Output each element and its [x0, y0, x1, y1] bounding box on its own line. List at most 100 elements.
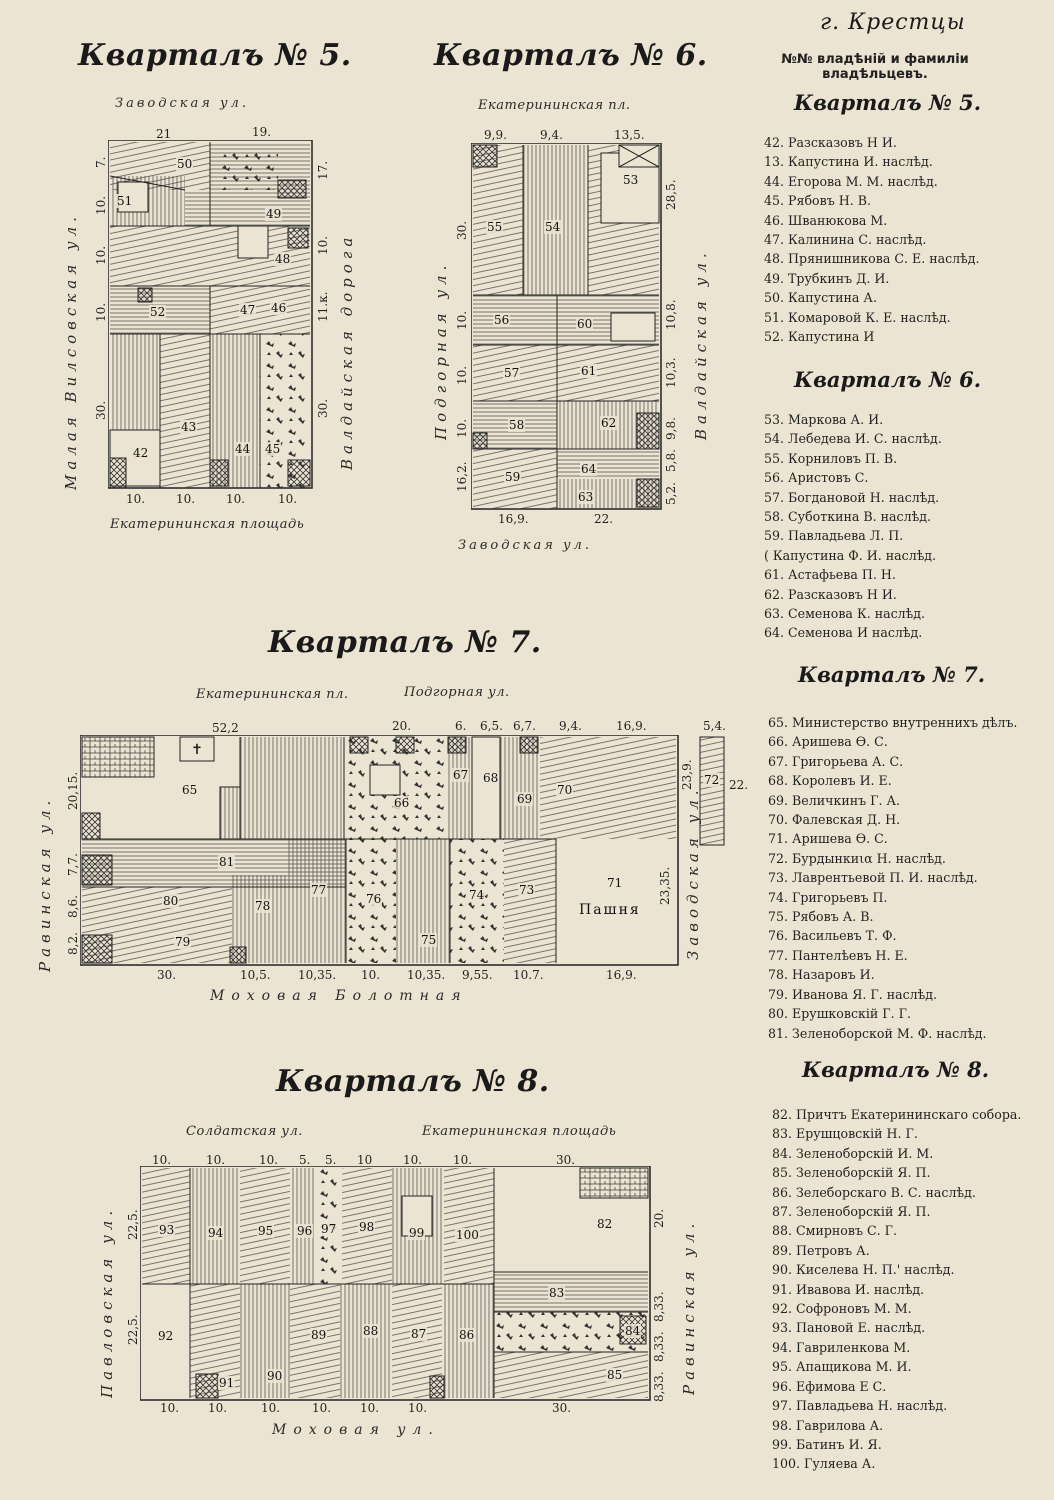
q8-dim: 10. [408, 1401, 428, 1415]
lot-label: 50 [176, 157, 194, 171]
legend-item: 64. Семенова И наслѣд. [764, 625, 923, 641]
lot-label: 95 [257, 1224, 275, 1238]
q7-dim: 9,4. [559, 719, 582, 733]
legend-q8-list: 82. Причтъ Екатерининскаго собора.83. Ер… [772, 1105, 1021, 1474]
q5-dim: 10. [176, 492, 196, 506]
q7-dim: 5,4. [703, 719, 726, 733]
lot-label: 65 [181, 783, 199, 797]
q6-dim: 10. [455, 418, 469, 438]
legend-item: 69. Величкинъ Г. А. [768, 792, 901, 808]
q7-street-left: Равинская ул. [36, 795, 54, 972]
q8-dim: 10. [152, 1153, 172, 1167]
lot-label: 88 [362, 1324, 380, 1338]
q6-dim: 10,8. [664, 299, 678, 330]
lot-label: 71 [606, 876, 624, 890]
q8-dim: 22,5. [126, 1209, 140, 1240]
q5-street-left: Малая Вилсовская ул. [62, 212, 80, 490]
q5-dim: 10. [94, 245, 108, 265]
lot-label: 91 [218, 1376, 236, 1390]
legend-item: 85. Зеленоборскій Я. П. [772, 1165, 931, 1181]
legend-item: 61. Астафьева П. Н. [764, 567, 896, 583]
lot-label: 98 [358, 1220, 376, 1234]
lot-label: 57 [503, 366, 521, 380]
q5-street-right: Валдайская дорога [338, 232, 356, 470]
lot-label: 45 [264, 442, 282, 456]
legend-item: 74. Григорьевъ П. [768, 889, 888, 905]
quarter-8-map [140, 1166, 651, 1401]
legend-item: 98. Гаврилова А. [772, 1417, 884, 1433]
q5-dim: 10. [278, 492, 298, 506]
q7-dim: 9,55. [462, 968, 493, 982]
legend-item: 62. Разсказовъ Н И. [764, 586, 897, 602]
legend-item: 58. Суботкина В. наслѣд. [764, 509, 931, 525]
q5-dim: 7. [94, 156, 108, 168]
lot-label: 87 [410, 1327, 428, 1341]
lot-label: 51 [116, 194, 134, 208]
lot-label: 58 [508, 418, 526, 432]
q6-street-top: Екатерининская пл. [478, 98, 631, 113]
legend-item: 71. Аришева Ѳ. С. [768, 831, 888, 847]
q8-dim: 8,33. [652, 1331, 666, 1362]
quarter-6-title: Кварталъ № 6. [434, 38, 708, 73]
lot-label: 76 [365, 892, 383, 906]
q5-dim: 10. [94, 195, 108, 215]
quarter-5-title: Кварталъ № 5. [78, 38, 352, 73]
lot-label: 81 [218, 855, 236, 869]
lot-label: 97 [320, 1222, 338, 1236]
legend-item: 75. Рябовъ А. В. [768, 909, 874, 925]
q5-street-top: Заводская ул. [115, 96, 249, 111]
lot-label: 90 [266, 1369, 284, 1383]
lot-label: 94 [207, 1226, 225, 1240]
lot-label: 74 [468, 888, 486, 902]
legend-item: 96. Ефимова Е С. [772, 1378, 887, 1394]
q8-street-top2: Екатерининская площадь [422, 1124, 617, 1139]
q8-dim: 30. [556, 1153, 576, 1167]
legend-item: 67. Григорьева А. С. [768, 753, 904, 769]
legend-item: 87. Зеленоборскій Я. П. [772, 1204, 931, 1220]
legend-item: 65. Министерство внутреннихъ дѣлъ. [768, 715, 1018, 730]
lot-label: 49 [265, 207, 283, 221]
q6-dim: 10,3. [664, 357, 678, 388]
legend-item: 100. Гуляева А. [772, 1456, 876, 1472]
legend-item: 46. Шванюкова М. [764, 212, 888, 228]
legend-item: 93. Пановой Е. наслѣд. [772, 1320, 926, 1336]
lot-label: 75 [420, 933, 438, 947]
legend-item: 68. Королевъ И. Е. [768, 773, 892, 789]
q5-dim: 19. [252, 125, 272, 139]
legend-item: 73. Лаврентьевой П. И. наслѣд. [768, 870, 978, 886]
q8-dim: 20. [652, 1208, 666, 1228]
legend-item: 59. Павладьева Л. П. [764, 528, 904, 544]
legend-item: 66. Аришева Ѳ. С. [768, 734, 888, 750]
lot-label: 47 [239, 303, 257, 317]
q5-dim: 21 [156, 127, 172, 141]
q7-dim: 8,2. [66, 932, 80, 955]
lot-label: 60 [576, 317, 594, 331]
legend-item: 79. Иванова Я. Г. наслѣд. [768, 986, 938, 1002]
q7-street-top2: Подгорная ул. [404, 685, 510, 700]
legend-item: 53. Маркова А. И. [764, 412, 884, 427]
q6-dim: 28,5. [664, 179, 678, 210]
lot-label: 52 [149, 305, 167, 319]
q8-dim: 8,33. [652, 1371, 666, 1402]
quarter-8-title: Кварталъ № 8. [276, 1064, 550, 1099]
q5-street-bottom: Екатерининская площадь [110, 517, 305, 532]
legend-q5-list: 42. Разсказовъ Н И.13. Капустина И. насл… [764, 133, 980, 346]
lot-label: 59 [504, 470, 522, 484]
lot-label: 66 [393, 796, 411, 810]
legend-header: №№ владѣній и фамиліи владѣльцевъ. [781, 52, 969, 82]
quarter-5-map [108, 140, 313, 489]
q7-dim: 10. [361, 968, 381, 982]
lot-label: 64 [580, 462, 598, 476]
q6-dim: 10. [455, 310, 469, 330]
quarter-7-map: ✝ [80, 735, 725, 966]
legend-item: 70. Фалевская Д. Н. [768, 812, 901, 828]
lot-label: 46 [270, 301, 288, 315]
lot-label: 82 [596, 1217, 614, 1231]
legend-item: 77. Пантелѣевъ Н. Е. [768, 947, 908, 963]
field-label: Пашня [578, 902, 642, 918]
q8-dim: 10. [208, 1401, 228, 1415]
q6-dim: 9,8. [664, 417, 678, 440]
lot-label: 42 [132, 446, 150, 460]
city-title: г. Крестцы [820, 10, 966, 35]
